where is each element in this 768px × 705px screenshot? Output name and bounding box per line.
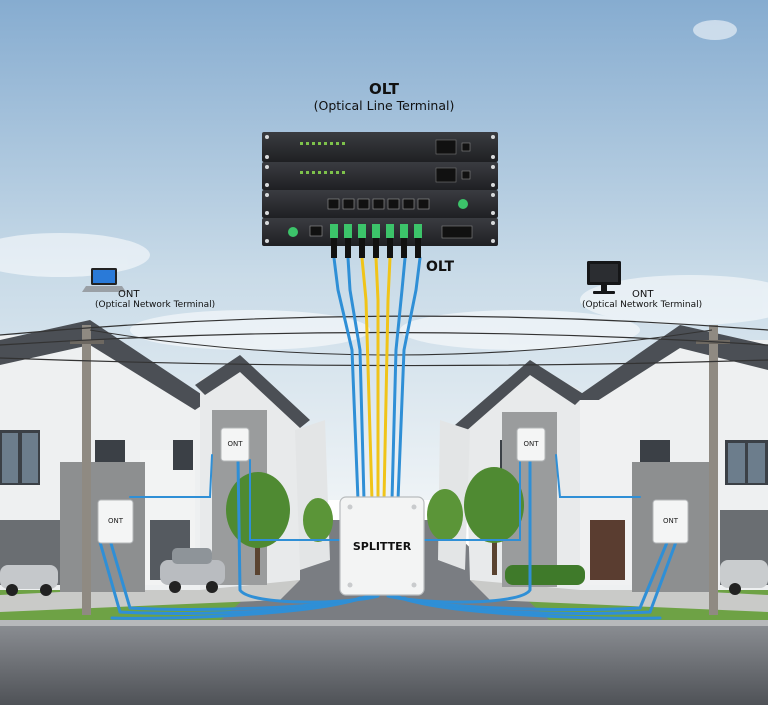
olt-rack: [262, 132, 498, 258]
splitter-label: SPLITTER: [352, 540, 412, 553]
trees: [226, 467, 585, 585]
cars: [0, 548, 768, 596]
utility-poles: [0, 315, 768, 615]
monitor-icon: [587, 261, 621, 294]
ont-left-subtitle: (Optical Network Terminal): [95, 300, 216, 310]
ont-right-subtitle: (Optical Network Terminal): [582, 300, 703, 310]
clouds: [0, 20, 768, 350]
ont-box-left-far: [220, 427, 250, 462]
fiber-cables: [98, 256, 678, 620]
splitter-box: [339, 496, 425, 596]
ont-box-label: ONT: [107, 517, 124, 525]
ont-right-title: ONT: [632, 289, 654, 300]
ont-box-label: ONT: [662, 517, 679, 525]
laptop-icon: [82, 268, 126, 292]
curb: [0, 620, 768, 626]
olt-side-label: OLT: [426, 259, 455, 275]
ont-left-title: ONT: [118, 289, 140, 300]
sidewalk-right: [470, 580, 768, 612]
ont-box-right-near: [652, 499, 689, 544]
olt-subtitle: (Optical Line Terminal): [313, 98, 455, 113]
ont-box-right-far: [516, 427, 546, 462]
sidewalk-left: [0, 580, 300, 612]
foreground-road: [0, 625, 768, 705]
ont-box-label: ONT: [227, 440, 243, 448]
ont-box-label: ONT: [523, 440, 539, 448]
ont-box-left-near: [97, 499, 134, 544]
olt-title: OLT: [368, 80, 400, 98]
